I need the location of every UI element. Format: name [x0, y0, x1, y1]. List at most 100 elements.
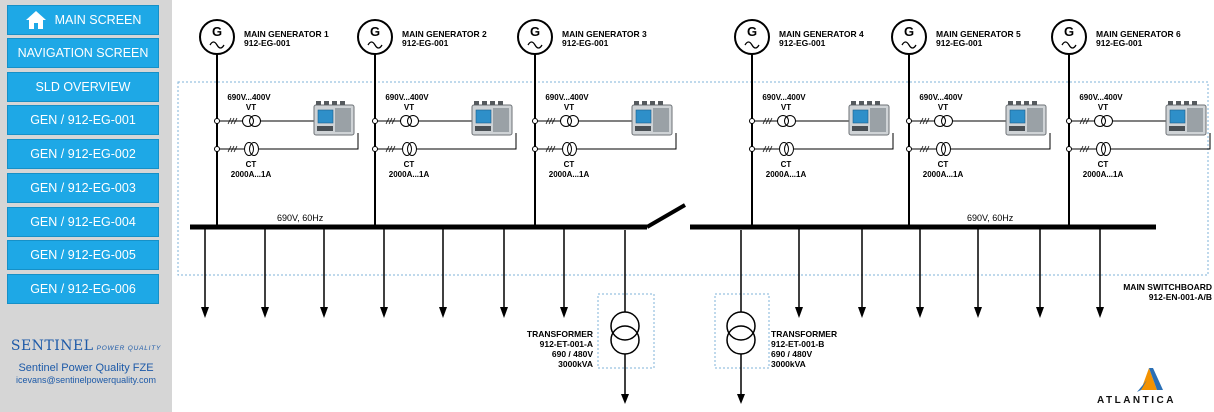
- generator-6-symbol[interactable]: G: [1051, 19, 1087, 55]
- gen-005-label: GEN / 912-EG-005: [30, 248, 136, 262]
- outgoing-feeder-3[interactable]: [320, 229, 328, 318]
- gen-001-button[interactable]: GEN / 912-EG-001: [7, 105, 159, 135]
- navigation-screen-label: NAVIGATION SCREEN: [17, 46, 149, 60]
- outgoing-feeder-13[interactable]: [1096, 229, 1104, 318]
- generator-tag: 912-EG-001: [779, 38, 826, 48]
- ct-label: CT: [1098, 160, 1109, 169]
- vt-ratio: 690V...400V: [385, 93, 429, 102]
- generator-4-symbol[interactable]: G: [734, 19, 770, 55]
- power-meter-1[interactable]: [313, 101, 355, 136]
- transformer-a-symbol[interactable]: [610, 230, 640, 404]
- generator-tag: 912-EG-001: [402, 38, 449, 48]
- svg-text:MAIN SWITCHBOARD: MAIN SWITCHBOARD: [1123, 282, 1212, 292]
- power-meter-4[interactable]: [848, 101, 890, 136]
- vt-label: VT: [404, 103, 414, 112]
- gen-002-button[interactable]: GEN / 912-EG-002: [7, 139, 159, 169]
- transformer-b-label: TRANSFORMER 912-ET-001-B 690 / 480V 3000…: [771, 329, 837, 369]
- vt-label: VT: [246, 103, 256, 112]
- transformer-a-label: TRANSFORMER 912-ET-001-A 690 / 480V 3000…: [527, 329, 593, 369]
- bus-tie-breaker[interactable]: [645, 203, 687, 229]
- generator-name: MAIN GENERATOR 5: [936, 29, 1021, 39]
- generator-name: MAIN GENERATOR 1: [244, 29, 329, 39]
- gen-003-button[interactable]: GEN / 912-EG-003: [7, 173, 159, 203]
- ct-ratio: 2000A...1A: [549, 170, 590, 179]
- vt-ratio: 690V...400V: [227, 93, 271, 102]
- gen-005-button[interactable]: GEN / 912-EG-005: [7, 240, 159, 270]
- svg-text:3000kVA: 3000kVA: [558, 359, 593, 369]
- ct-label: CT: [938, 160, 949, 169]
- ct-label: CT: [246, 160, 257, 169]
- gen-003-label: GEN / 912-EG-003: [30, 181, 136, 195]
- switchboard-label: MAIN SWITCHBOARD 912-EN-001-A/B: [1123, 282, 1212, 302]
- navigation-screen-button[interactable]: NAVIGATION SCREEN: [7, 38, 159, 68]
- transformer-b-box: [714, 293, 770, 369]
- gen-004-label: GEN / 912-EG-004: [30, 215, 136, 229]
- ct-ratio: 2000A...1A: [389, 170, 430, 179]
- atlantica-logo: [1137, 368, 1163, 392]
- outgoing-feeder-1[interactable]: [201, 229, 209, 318]
- generator-1-symbol[interactable]: G: [199, 19, 235, 55]
- svg-text:690 / 480V: 690 / 480V: [552, 349, 593, 359]
- svg-text:G: G: [370, 24, 380, 39]
- vt-label: VT: [781, 103, 791, 112]
- gen-002-label: GEN / 912-EG-002: [30, 147, 136, 161]
- outgoing-feeder-12[interactable]: [1036, 229, 1044, 318]
- power-meter-3[interactable]: [631, 101, 673, 136]
- svg-text:912-ET-001-A: 912-ET-001-A: [540, 339, 593, 349]
- power-meter-6[interactable]: [1165, 101, 1207, 136]
- power-meter-2[interactable]: [471, 101, 513, 136]
- svg-text:912-ET-001-B: 912-ET-001-B: [771, 339, 824, 349]
- company-email: icevans@sentinelpowerquality.com: [15, 375, 157, 385]
- generator-3-symbol[interactable]: G: [517, 19, 553, 55]
- ct-ratio: 2000A...1A: [1083, 170, 1124, 179]
- main-screen-label: MAIN SCREEN: [54, 13, 142, 27]
- transformer-a-box: [597, 293, 655, 369]
- vt-ratio: 690V...400V: [762, 93, 806, 102]
- ct-label: CT: [781, 160, 792, 169]
- outgoing-feeder-9[interactable]: [858, 229, 866, 318]
- generator-name: MAIN GENERATOR 3: [562, 29, 647, 39]
- outgoing-feeder-5[interactable]: [439, 229, 447, 318]
- svg-text:G: G: [747, 24, 757, 39]
- outgoing-feeder-6[interactable]: [500, 229, 508, 318]
- outgoing-feeder-8[interactable]: [795, 229, 803, 318]
- gen-006-button[interactable]: GEN / 912-EG-006: [7, 274, 159, 304]
- outgoing-feeder-10[interactable]: [916, 229, 924, 318]
- home-icon: [25, 11, 46, 29]
- switchboard-boundary: [177, 81, 1209, 276]
- sld-overview-label: SLD OVERVIEW: [35, 80, 131, 94]
- svg-text:690 / 480V: 690 / 480V: [771, 349, 812, 359]
- generator-name: MAIN GENERATOR 4: [779, 29, 864, 39]
- main-screen-button[interactable]: MAIN SCREEN: [7, 5, 159, 35]
- generator-2-symbol[interactable]: G: [357, 19, 393, 55]
- vt-ratio: 690V...400V: [545, 93, 589, 102]
- outgoing-feeder-11[interactable]: [974, 229, 982, 318]
- ct-label: CT: [404, 160, 415, 169]
- generator-tag: 912-EG-001: [244, 38, 291, 48]
- svg-text:3000kVA: 3000kVA: [771, 359, 806, 369]
- svg-text:G: G: [530, 24, 540, 39]
- ct-ratio: 2000A...1A: [766, 170, 807, 179]
- sld-overview-button[interactable]: SLD OVERVIEW: [7, 72, 159, 102]
- company-name: Sentinel Power Quality FZE: [18, 362, 154, 374]
- generator-tag: 912-EG-001: [936, 38, 983, 48]
- transformer-b-symbol[interactable]: [726, 230, 756, 404]
- vt-ratio: 690V...400V: [919, 93, 963, 102]
- outgoing-feeder-7[interactable]: [560, 229, 568, 318]
- ct-label: CT: [564, 160, 575, 169]
- generator-name: MAIN GENERATOR 2: [402, 29, 487, 39]
- vt-label: VT: [564, 103, 574, 112]
- outgoing-feeder-2[interactable]: [261, 229, 269, 318]
- generator-5-symbol[interactable]: G: [891, 19, 927, 55]
- gen-004-button[interactable]: GEN / 912-EG-004: [7, 207, 159, 237]
- outgoing-feeder-4[interactable]: [380, 229, 388, 318]
- svg-text:G: G: [904, 24, 914, 39]
- power-meter-5[interactable]: [1005, 101, 1047, 136]
